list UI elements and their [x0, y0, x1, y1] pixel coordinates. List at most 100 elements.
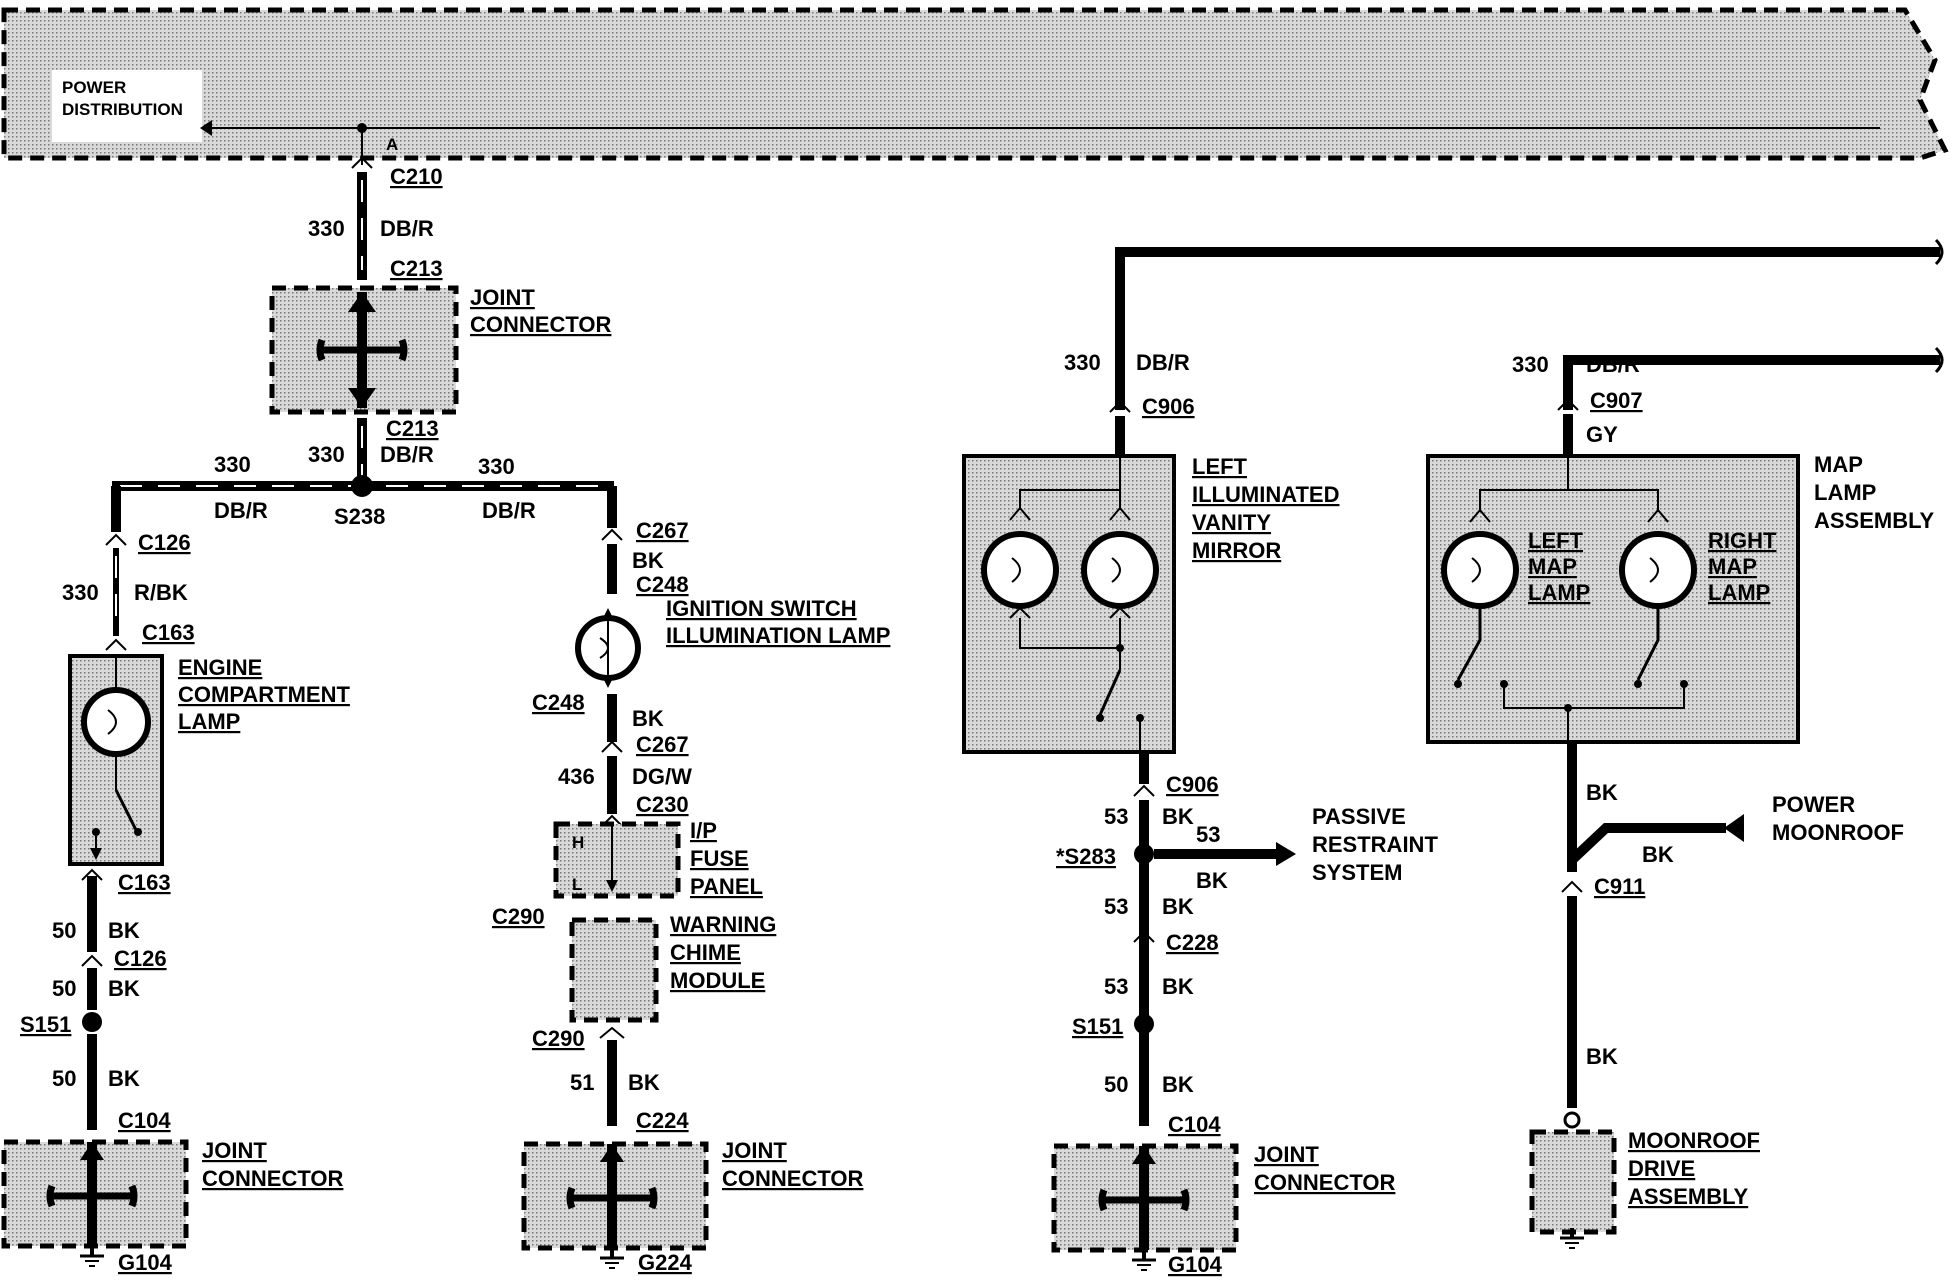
power-distribution-label-1: POWER — [62, 78, 126, 97]
ignition-lamp-label-1: IGNITION SWITCH — [666, 596, 857, 621]
c911-label: C911 — [1594, 874, 1645, 899]
joint-connector-top-label-2: CONNECTOR — [470, 312, 611, 337]
c163-top-label: C163 — [142, 620, 195, 645]
joint-connector-middle-label-2: CONNECTOR — [722, 1166, 863, 1191]
g104-left-label: G104 — [118, 1250, 173, 1275]
ip-fuse-panel-box — [553, 821, 681, 899]
power-moonroof-label-2: MOONROOF — [1772, 820, 1904, 845]
wire-53-label: 53 — [1104, 974, 1128, 999]
moonroof-drive-label-2: DRIVE — [1628, 1156, 1695, 1181]
ignition-chime-branch: C267 BK C248 IGNITION SWITCH ILLUMINATIO… — [492, 486, 890, 1275]
wire-330-label: 330 — [1064, 350, 1101, 375]
wire-bk-label: BK — [108, 918, 140, 943]
c248-top-label: C248 — [636, 572, 689, 597]
ignition-lamp-label-2: ILLUMINATION LAMP — [666, 623, 890, 648]
s238-label: S238 — [334, 504, 385, 529]
wire-bk-label: BK — [1162, 974, 1194, 999]
wire-53-label: 53 — [1104, 894, 1128, 919]
passive-restraint-label-1: PASSIVE — [1312, 804, 1406, 829]
c906-top-label: C906 — [1142, 394, 1195, 419]
s151-right-splice — [1134, 1014, 1154, 1034]
vanity-mirror-label-4: MIRROR — [1192, 538, 1281, 563]
map-lamp-moonroof-branch: 330 DB/R C907 GY LEFT MAP LAMP RIGHT MAP… — [1426, 346, 1944, 1249]
wire-bk-label: BK — [1196, 868, 1228, 893]
s238-splice — [351, 475, 373, 497]
wire-436-label: 436 — [558, 764, 595, 789]
joint-connector-left-label-1: JOINT — [202, 1138, 267, 1163]
wire-bk-label: BK — [632, 548, 664, 573]
wire-dbr-label: DB/R — [380, 216, 434, 241]
c224-label: C224 — [636, 1108, 689, 1133]
ip-fuse-label-2: FUSE — [690, 846, 749, 871]
c104-right-label: C104 — [1168, 1112, 1221, 1137]
joint-connector-left-label-2: CONNECTOR — [202, 1166, 343, 1191]
c210-label: C210 — [390, 164, 443, 189]
c163-bottom-label: C163 — [118, 870, 171, 895]
power-moonroof-connector-icon — [1724, 814, 1744, 842]
moonroof-drive-label-1: MOONROOF — [1628, 1128, 1760, 1153]
c907-label: C907 — [1590, 388, 1643, 413]
c290-top-label: C290 — [492, 904, 545, 929]
moonroof-drive-label-3: ASSEMBLY — [1628, 1184, 1749, 1209]
wire-dgw-label: DG/W — [632, 764, 692, 789]
wire-330-label: 330 — [478, 454, 515, 479]
warning-chime-label-2: CHIME — [670, 940, 741, 965]
wire-dbr-label: DB/R — [380, 442, 434, 467]
g224-label: G224 — [638, 1250, 693, 1275]
warning-chime-label-1: WARNING — [670, 912, 776, 937]
wire-dbr-label: DB/R — [1586, 352, 1640, 377]
joint-connector-middle-label-1: JOINT — [722, 1138, 787, 1163]
wire-50-label: 50 — [52, 918, 76, 943]
passive-restraint-connector-icon — [1276, 842, 1296, 866]
left-map-lamp-label-3: LAMP — [1528, 580, 1590, 605]
c906-bottom-label: C906 — [1166, 772, 1219, 797]
engine-compartment-branch: C126 330 R/BK C163 ENGINE COMPARTMENT LA… — [1, 486, 350, 1275]
fuse-pin-h: H — [572, 833, 584, 852]
wire-dbr-label: DB/R — [214, 498, 268, 523]
moonroof-drive-assembly-box — [1529, 1129, 1617, 1235]
passive-restraint-label-2: RESTRAINT — [1312, 832, 1438, 857]
c228-label: C228 — [1166, 930, 1219, 955]
wire-330-label: 330 — [308, 216, 345, 241]
wire-bk-label: BK — [1586, 1044, 1618, 1069]
wire-bk-label: BK — [628, 1070, 660, 1095]
left-map-lamp-label-2: MAP — [1528, 554, 1577, 579]
engine-lamp-label-2: COMPARTMENT — [178, 682, 350, 707]
c230-label: C230 — [636, 792, 689, 817]
wire-bk-label: BK — [1162, 894, 1194, 919]
joint-connector-right-label-1: JOINT — [1254, 1142, 1319, 1167]
wire-50-label: 50 — [52, 1066, 76, 1091]
main-feed-branch: C210 330 DB/R C213 JOINT CONNECTOR C213 … — [112, 132, 614, 529]
c290-bottom-label: C290 — [532, 1026, 585, 1051]
passive-restraint-label-3: SYSTEM — [1312, 860, 1402, 885]
s151-left-label: S151 — [20, 1012, 71, 1037]
warning-chime-module-box — [569, 917, 659, 1023]
engine-lamp-label-1: ENGINE — [178, 655, 262, 680]
wire-dbr-label: DB/R — [1136, 350, 1190, 375]
power-bus-arrow — [200, 120, 212, 136]
joint-connector-right-label-2: CONNECTOR — [1254, 1170, 1395, 1195]
vanity-mirror-label-2: ILLUMINATED — [1192, 482, 1339, 507]
map-lamp-assembly-label-2: LAMP — [1814, 480, 1876, 505]
warning-chime-label-3: MODULE — [670, 968, 765, 993]
c213-top-label: C213 — [390, 256, 443, 281]
wire-bk-label: BK — [632, 706, 664, 731]
wire-gy-label: GY — [1586, 422, 1618, 447]
right-map-lamp-label-3: LAMP — [1708, 580, 1770, 605]
fuse-pin-l: L — [572, 875, 582, 894]
s151-left-splice — [82, 1012, 102, 1032]
c267-bottom-label: C267 — [636, 732, 689, 757]
wire-330-label: 330 — [308, 442, 345, 467]
wire-bk-label: BK — [1162, 1072, 1194, 1097]
right-map-lamp-label-1: RIGHT — [1708, 528, 1777, 553]
right-map-lamp-label-2: MAP — [1708, 554, 1757, 579]
wire-330-label: 330 — [1512, 352, 1549, 377]
c126-bottom-label: C126 — [114, 946, 167, 971]
wire-dbr-label: DB/R — [482, 498, 536, 523]
wire-330-label: 330 — [214, 452, 251, 477]
left-illuminated-vanity-mirror-box — [962, 454, 1176, 754]
s151-right-label: S151 — [1072, 1014, 1123, 1039]
vanity-mirror-label-3: VANITY — [1192, 510, 1271, 535]
wire-53-label: 53 — [1196, 822, 1220, 847]
wire-bk-label: BK — [1642, 842, 1674, 867]
